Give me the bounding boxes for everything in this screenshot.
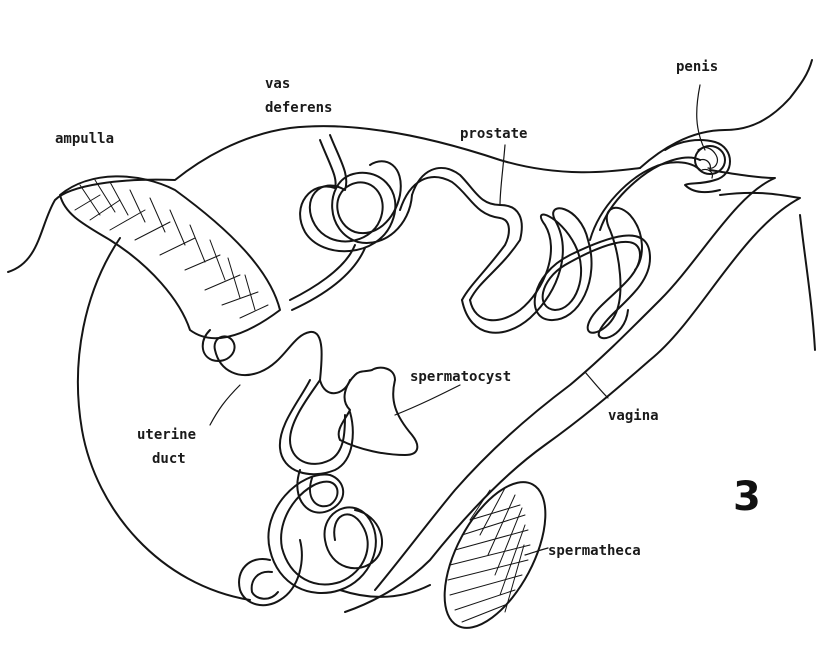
vagina-leader <box>585 372 608 398</box>
prostate-leader <box>500 145 505 205</box>
spermatocyst-duct <box>290 380 350 464</box>
vas-to-ampulla-duct-inner <box>292 248 365 310</box>
label-penis: penis <box>676 56 718 78</box>
label-spermatocyst: spermatocyst <box>410 366 511 388</box>
ampulla-sac <box>60 176 280 338</box>
body-outline-lower <box>78 238 250 600</box>
label-vas-line1: vas <box>265 73 290 95</box>
duct-to-spermatheca <box>340 585 430 597</box>
spermatheca-sac <box>424 467 566 644</box>
spermatocyst-duct-inner <box>280 380 353 474</box>
vas-to-ampulla-duct <box>290 245 355 300</box>
label-vagina: vagina <box>608 405 659 427</box>
vas-deferens-tube-inner <box>300 140 412 251</box>
uterine-duct-coil <box>203 330 322 380</box>
uterine-duct-leader <box>210 385 240 425</box>
label-prostate: prostate <box>460 123 527 145</box>
prostate-tube-inner <box>400 177 509 300</box>
label-ampulla: ampulla <box>55 128 114 150</box>
label-uterine-line1: uterine <box>137 424 196 446</box>
spermatocyst-leader <box>395 385 460 415</box>
body-outline-top-right <box>640 60 812 168</box>
label-vas-line2: deferens <box>265 97 332 119</box>
spermatheca-hatching <box>448 488 530 622</box>
label-spermatheca: spermatheca <box>548 540 641 562</box>
figure-number: 3 <box>733 474 761 520</box>
knotted-duct-inner <box>462 208 650 338</box>
label-uterine-line2: duct <box>152 448 186 470</box>
lower-coil-outer-inner <box>252 572 278 599</box>
prostate-tube <box>412 168 522 300</box>
body-edge-right <box>800 215 815 350</box>
